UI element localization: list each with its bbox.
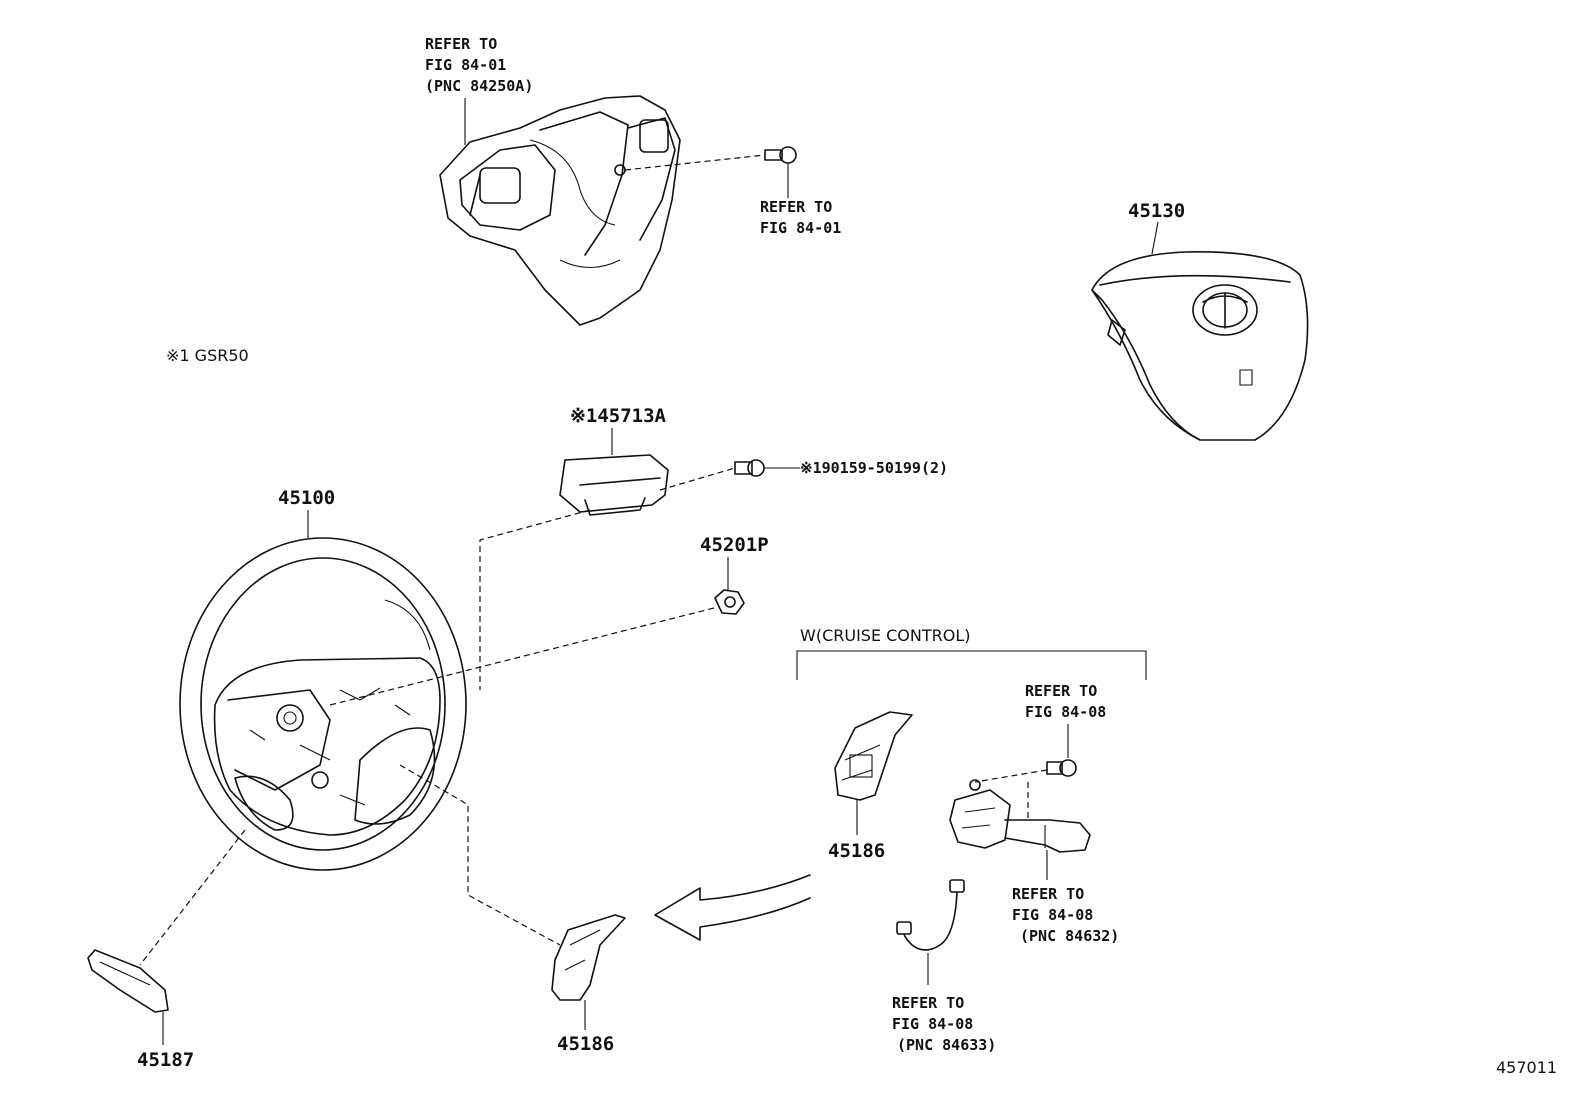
dash-wheel-to-lower-cover: [139, 829, 246, 966]
airbag-module: [1091, 251, 1309, 441]
steering-pad-switch-assembly: [439, 95, 681, 326]
part-num-upper-screw: ※190159-50199(2): [800, 459, 948, 477]
figure-id: 457011: [1496, 1058, 1557, 1077]
part-num-nut: 45201P: [700, 534, 769, 556]
wire-ref-line2: FIG 84-08: [892, 1015, 973, 1033]
group-bracket-cruise: [796, 650, 1147, 680]
top-screw-ref-line2: FIG 84-01: [760, 219, 841, 237]
wire-ref-line1: REFER TO: [892, 994, 964, 1012]
group-label-cruise: W(CRUISE CONTROL): [800, 626, 971, 645]
leader-airbag: [1151, 221, 1159, 255]
cruise-screw-ref-line1: REFER TO: [1025, 682, 1097, 700]
top-ref-line2: FIG 84-01: [425, 56, 506, 74]
footnote-gsr50: ※1 GSR50: [166, 346, 249, 365]
part-num-wheel: 45100: [278, 487, 335, 509]
dash-cruise-screw: [974, 769, 1048, 783]
top-screw-ref-line1: REFER TO: [760, 198, 832, 216]
screw-top: [764, 146, 797, 164]
nut: [714, 589, 745, 615]
lower-cover: [87, 949, 169, 1013]
part-num-upper-cover: ※145713A: [570, 405, 667, 427]
steering-wheel: [179, 537, 467, 871]
top-ref-line1: REFER TO: [425, 35, 497, 53]
wire-harness: [896, 879, 965, 951]
screw-cruise: [1046, 759, 1077, 777]
switch-cover-left: [551, 914, 626, 1001]
upper-cover: [559, 454, 669, 516]
part-num-lower-cover: 45187: [137, 1049, 194, 1071]
cruise-switch-ref-line2: FIG 84-08: [1012, 906, 1093, 924]
cruise-switch-ref-line3: (PNC 84632): [1020, 927, 1119, 945]
dash-upper-screw: [659, 467, 736, 491]
part-num-switch-cover-left: 45186: [557, 1033, 614, 1055]
part-num-switch-cover-right: 45186: [828, 840, 885, 862]
part-num-airbag: 45130: [1128, 200, 1185, 222]
screw-upper: [734, 459, 765, 477]
top-ref-line3: (PNC 84250A): [425, 77, 533, 95]
dash-upper-cover-to-wheel: [479, 509, 591, 690]
cruise-screw-ref-line2: FIG 84-08: [1025, 703, 1106, 721]
dash-wheel-to-cover: [399, 764, 561, 946]
switch-cover-right: [834, 711, 913, 801]
dash-nut-to-wheel: [329, 607, 715, 706]
dash-top-screw: [624, 154, 766, 171]
cruise-control-switch: [949, 779, 1091, 853]
cruise-switch-ref-line1: REFER TO: [1012, 885, 1084, 903]
wire-ref-line3: (PNC 84633): [897, 1036, 996, 1054]
direction-arrow: [654, 874, 811, 941]
